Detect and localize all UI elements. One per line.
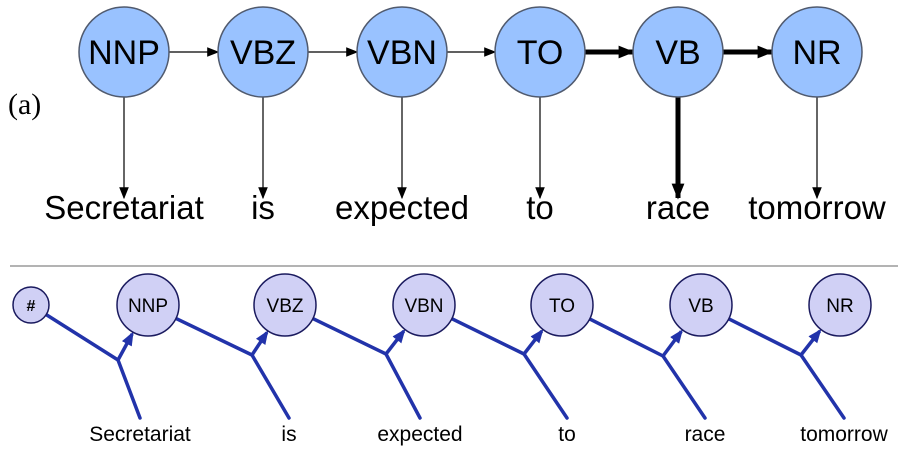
memm-prev-state-input-to — [450, 316, 526, 356]
hmm-nodes: NNP VBZ VBN TO VB NR — [78, 6, 863, 98]
hmm-word-to: to — [526, 189, 554, 226]
memm-prev-state-input-vb — [587, 317, 665, 358]
hmm-node-nr — [771, 6, 863, 98]
hmm-words: Secretariat is expected to race tomorrow — [44, 189, 886, 226]
hmm-node-vb — [632, 6, 724, 98]
hmm-node-label-vbz: VBZ — [230, 34, 296, 72]
memm-word-race: race — [685, 423, 726, 446]
memm-node-vbz — [253, 273, 317, 337]
memm-start-node — [12, 286, 50, 324]
hmm-node-label-nnp: NNP — [88, 34, 160, 72]
memm-observation-input-is — [250, 353, 291, 420]
memm-node-nnp — [116, 273, 180, 337]
memm-node-label-nnp: NNP — [128, 296, 168, 317]
memm-node-label-vbz: VBZ — [267, 296, 304, 317]
panel-label: (a) — [8, 88, 41, 121]
hmm-node-vbz — [217, 6, 309, 98]
memm-start-symbol: # — [27, 298, 36, 315]
hmm-word-race: race — [646, 189, 710, 226]
hmm-word-secretariat: Secretariat — [44, 189, 204, 226]
memm-observation-input-expected — [384, 352, 422, 420]
memm-node-vbn — [392, 273, 456, 337]
memm-words: Secretariat is expected to race tomorrow — [89, 423, 888, 446]
memm-node-vb — [669, 273, 733, 337]
hmm-word-tomorrow: tomorrow — [748, 189, 886, 226]
memm-word-expected: expected — [377, 423, 462, 446]
memm-prev-state-input-nnp — [44, 312, 120, 362]
memm-observation-input-secretariat — [116, 358, 142, 420]
memm-arrow-to-vbn — [384, 328, 406, 356]
hmm-word-is: is — [251, 189, 275, 226]
memm-word-to: to — [558, 423, 576, 446]
memm-word-is: is — [281, 423, 296, 446]
hmm-node-label-nr: NR — [792, 34, 841, 72]
memm-word-tomorrow: tomorrow — [800, 423, 888, 446]
memm-arrow-to-to — [522, 328, 544, 356]
hmm-node-label-vbn: VBN — [367, 34, 437, 72]
hmm-node-to — [494, 6, 586, 98]
hmm-word-expected: expected — [335, 189, 469, 226]
hmm-edges — [119, 45, 822, 200]
memm-arrow-to-nr — [799, 328, 822, 357]
memm-node-label-to: TO — [549, 296, 575, 317]
memm-arrow-to-vb — [661, 329, 683, 358]
memm-arrow-to-vbz — [250, 330, 269, 356]
memm-prev-state-input-vbn — [311, 316, 388, 356]
hmm-node-vbn — [356, 6, 448, 98]
memm-prev-state-input-nr — [726, 317, 803, 357]
memm-word-secretariat: Secretariat — [89, 423, 191, 446]
memm-observation-input-tomorrow — [799, 353, 846, 420]
memm-node-to — [530, 273, 594, 337]
memm-node-label-nr: NR — [826, 296, 853, 317]
memm-node-label-vbn: VBN — [404, 296, 443, 317]
memm-edges — [44, 312, 846, 420]
hmm-node-label-vb: VB — [655, 34, 700, 72]
hmm-node-label-to: TO — [517, 34, 564, 72]
memm-observation-input-race — [661, 354, 707, 420]
memm-nodes: # NNP VBZ VBN TO VB NR — [12, 273, 872, 337]
memm-arrow-to-nnp — [116, 331, 134, 361]
memm-node-label-vb: VB — [688, 296, 713, 317]
memm-prev-state-input-vbz — [174, 316, 254, 357]
hmm-node-nnp — [78, 6, 170, 98]
memm-node-nr — [808, 273, 872, 337]
memm-observation-input-to — [522, 352, 569, 420]
